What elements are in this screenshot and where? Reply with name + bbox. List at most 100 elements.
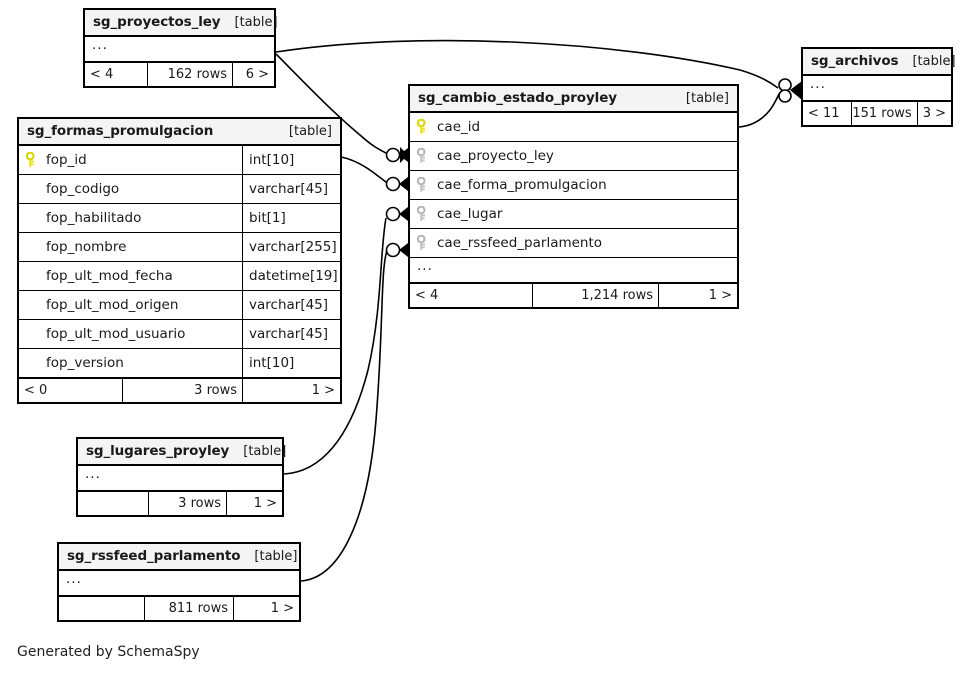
column-name-cell: fop_ult_mod_fecha [19, 262, 242, 290]
footer-parents-count[interactable]: < 4 [90, 67, 114, 82]
table-column-row[interactable]: fop_ult_mod_origen varchar[45] [19, 291, 340, 320]
foreign-key-icon [417, 148, 430, 164]
table-header: sg_cambio_estado_proyley [table] [410, 86, 737, 113]
table-column-row[interactable]: fop_version int[10] [19, 349, 340, 378]
column-name-cell: cae_proyecto_ley [410, 142, 737, 170]
footer-row-count: 3 rows [148, 492, 226, 515]
table-header: sg_formas_promulgacion [table] [19, 119, 340, 146]
column-name-cell: fop_version [19, 349, 242, 377]
connector-circle-cae-lugar [385, 206, 401, 222]
table-column-row[interactable]: cae_forma_promulgacion [410, 171, 737, 200]
column-type: datetime[19] [242, 262, 340, 290]
crowsfoot-cae-rssfeed [399, 243, 408, 257]
table-title: sg_lugares_proyley [86, 443, 230, 459]
columns-ellipsis: ... [85, 37, 274, 62]
table-column-row[interactable]: fop_nombre varchar[255] [19, 233, 340, 262]
column-name: fop_ult_mod_fecha [46, 268, 173, 284]
footer-parents-count[interactable]: < 11 [808, 106, 840, 121]
table-footer: 3 rows 1 > [78, 491, 282, 515]
footer-children-count[interactable]: 1 > [226, 492, 282, 515]
table-column-row[interactable]: fop_codigo varchar[45] [19, 175, 340, 204]
table-node-sg-archivos[interactable]: sg_archivos [table] ... < 11 151 rows 3 … [801, 47, 956, 127]
table-column-row[interactable]: cae_proyecto_ley [410, 142, 737, 171]
table-type-tag: [table] [243, 443, 287, 459]
column-name-cell: cae_forma_promulgacion [410, 171, 737, 199]
table-column-row[interactable]: fop_ult_mod_usuario varchar[45] [19, 320, 340, 349]
primary-key-icon [26, 152, 39, 168]
column-name: fop_nombre [46, 239, 127, 255]
table-node-sg-lugares-proyley[interactable]: sg_lugares_proyley [table] ... 3 rows 1 … [76, 437, 286, 517]
edge-fop-id-to-cae-forma-promulgacion [340, 156, 388, 184]
table-type-tag: [table] [288, 123, 332, 139]
table-column-row[interactable]: cae_lugar [410, 200, 737, 229]
footer-children-count[interactable]: 1 > [233, 597, 299, 620]
table-title: sg_rssfeed_parlamento [67, 548, 241, 564]
footer-row-count: 811 rows [144, 597, 233, 620]
primary-key-icon [417, 119, 430, 135]
table-header: sg_archivos [table] [803, 49, 956, 76]
column-type: bit[1] [242, 204, 340, 232]
table-footer: < 4 1,214 rows 1 > [410, 283, 737, 307]
crowsfoot-cae-forma-promulgacion [399, 177, 408, 191]
table-column-row[interactable]: fop_id int[10] [19, 146, 340, 175]
column-name-cell: fop_ult_mod_origen [19, 291, 242, 319]
connector-circle-cae-forma-promulgacion [385, 176, 401, 192]
connector-circle-cae-proyecto-ley [385, 147, 401, 163]
column-name-cell: fop_habilitado [19, 204, 242, 232]
foreign-key-icon [417, 235, 430, 251]
table-column-row[interactable]: cae_rssfeed_parlamento [410, 229, 737, 258]
table-title: sg_cambio_estado_proyley [418, 90, 617, 106]
footer-children-count[interactable]: 6 > [232, 63, 274, 86]
column-name: fop_codigo [46, 181, 120, 197]
columns-ellipsis: ... [803, 76, 951, 101]
column-name-cell: fop_id [19, 146, 242, 174]
table-header: sg_proyectos_ley [table] [85, 10, 278, 37]
footer-parents-count[interactable]: < 4 [415, 288, 439, 303]
table-title: sg_proyectos_ley [93, 14, 221, 30]
footer-parents-count[interactable]: < 0 [24, 383, 48, 398]
column-name-cell: cae_rssfeed_parlamento [410, 229, 737, 257]
column-name: fop_ult_mod_usuario [46, 326, 186, 342]
footer-row-count: 1,214 rows [532, 284, 658, 307]
columns-ellipsis: ... [59, 571, 299, 596]
crowsfoot-cae-lugar [399, 207, 408, 221]
table-header: sg_lugares_proyley [table] [78, 439, 286, 466]
footer-parents-count[interactable] [78, 492, 148, 515]
footer-children-count[interactable]: 1 > [658, 284, 737, 307]
table-title: sg_archivos [811, 53, 899, 69]
table-column-row[interactable]: fop_ult_mod_fecha datetime[19] [19, 262, 340, 291]
columns-ellipsis: ... [410, 258, 737, 283]
column-name: fop_version [46, 355, 124, 371]
table-column-row[interactable]: fop_habilitado bit[1] [19, 204, 340, 233]
column-type: varchar[45] [242, 175, 340, 203]
column-name: cae_id [437, 119, 481, 135]
column-type: varchar[255] [242, 233, 340, 261]
connector-circle-cae-rssfeed [385, 242, 401, 258]
table-column-row[interactable]: cae_id [410, 113, 737, 142]
footer-children-count[interactable]: 3 > [916, 102, 951, 125]
column-name-cell: fop_ult_mod_usuario [19, 320, 242, 348]
table-type-tag: [table] [685, 90, 729, 106]
generated-by-caption: Generated by SchemaSpy [17, 644, 200, 660]
table-type-tag: [table] [254, 548, 298, 564]
edge-proyectos-ley-to-archivos [275, 39, 779, 89]
table-node-sg-rssfeed-parlamento[interactable]: sg_rssfeed_parlamento [table] ... 811 ro… [57, 542, 301, 622]
table-node-sg-cambio-estado-proyley[interactable]: sg_cambio_estado_proyley [table] cae_id … [408, 84, 739, 309]
connector-circle-archivos-bottom [778, 89, 792, 103]
table-type-tag: [table] [234, 14, 278, 30]
table-node-sg-formas-promulgacion[interactable]: sg_formas_promulgacion [table] fop_id in… [17, 117, 342, 404]
table-footer: < 0 3 rows 1 > [19, 378, 340, 402]
column-name: cae_forma_promulgacion [437, 177, 607, 193]
table-footer: < 11 151 rows 3 > [803, 101, 951, 125]
footer-children-count[interactable]: 1 > [242, 379, 340, 402]
crowsfoot-cae-proyecto-ley-b [399, 148, 408, 162]
column-type: int[10] [242, 349, 340, 377]
footer-parents-count[interactable] [59, 597, 144, 620]
column-type: varchar[45] [242, 291, 340, 319]
column-type: varchar[45] [242, 320, 340, 348]
column-name-cell: cae_lugar [410, 200, 737, 228]
table-footer: 811 rows 1 > [59, 596, 299, 620]
table-node-sg-proyectos-ley[interactable]: sg_proyectos_ley [table] ... < 4 162 row… [83, 8, 278, 88]
footer-row-count: 3 rows [122, 379, 242, 402]
column-name: cae_proyecto_ley [437, 148, 554, 164]
